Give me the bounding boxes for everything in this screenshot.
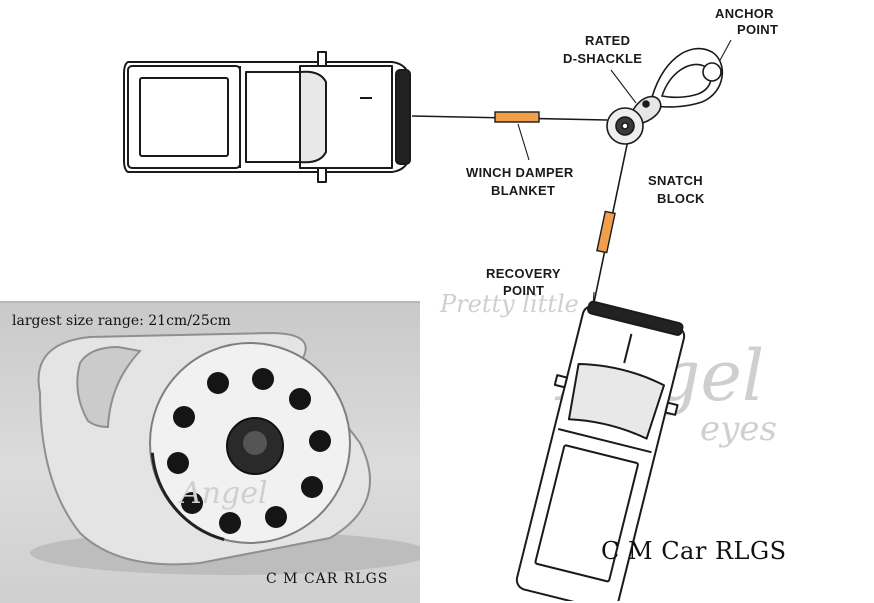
- winch-truck: [123, 51, 411, 183]
- label-rated-d-shackle: RATED D-SHACKLE: [563, 33, 642, 66]
- watermark-line-1: Pretty little: [439, 290, 579, 318]
- snatch-block-photo: largest size range: 21cm/25cm Angel C: [0, 301, 420, 603]
- photo-brand: C M CAR RLGS: [266, 571, 389, 587]
- label-anchor-point-line-1: ANCHOR: [715, 6, 774, 21]
- label-anchor-point-line-2: POINT: [737, 22, 778, 37]
- label-recovery-point-line-1: RECOVERY: [486, 266, 561, 281]
- damper-blanket-horizontal: [494, 111, 540, 123]
- brand-watermark: C M Car RLGS: [601, 537, 787, 565]
- snatch-block-product-image: Angel: [30, 331, 420, 575]
- label-winch-damper-blanket-line-2: BLANKET: [491, 183, 555, 198]
- label-snatch-block-line-2: BLOCK: [657, 191, 705, 206]
- label-recovery-point-line-2: POINT: [503, 283, 544, 298]
- label-recovery-point: RECOVERY POINT: [486, 266, 561, 298]
- recovery-truck: [515, 300, 686, 601]
- label-winch-damper-blanket: WINCH DAMPER BLANKET: [466, 165, 574, 198]
- anchor-point-icon: [702, 62, 722, 82]
- anchor-sling: [649, 47, 724, 108]
- photo-watermark: Angel: [177, 476, 268, 511]
- label-anchor-point: ANCHOR POINT: [715, 6, 778, 37]
- watermark-line-3: eyes: [700, 409, 777, 449]
- label-rated-d-shackle-line-1: RATED: [585, 33, 630, 48]
- label-snatch-block-line-1: SNATCH: [648, 173, 703, 188]
- damper-blanket-diagonal: [596, 210, 616, 254]
- label-snatch-block: SNATCH BLOCK: [648, 173, 705, 206]
- snatch-block-icon: [606, 107, 644, 145]
- label-rated-d-shackle-line-2: D-SHACKLE: [563, 51, 642, 66]
- label-winch-damper-blanket-line-1: WINCH DAMPER: [466, 165, 574, 180]
- size-caption: largest size range: 21cm/25cm: [12, 313, 231, 329]
